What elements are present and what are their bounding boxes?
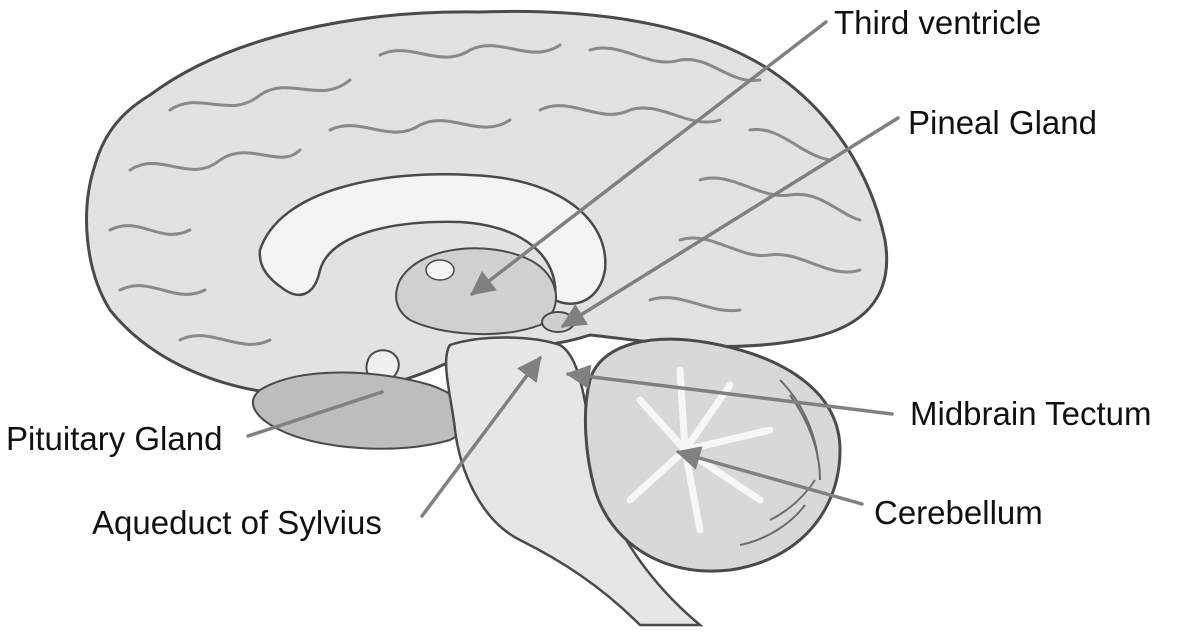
label-aqueduct-of-sylvius: Aqueduct of Sylvius (92, 504, 382, 541)
leader-pineal-gland (560, 116, 900, 328)
leader-pituitary-gland (246, 390, 384, 438)
cerebellum-shape (583, 337, 842, 573)
interthalamic-adhesion (425, 259, 455, 281)
temporal-lobe (251, 371, 469, 450)
label-pineal-gland: Pineal Gland (908, 104, 1097, 141)
label-midbrain-tectum: Midbrain Tectum (910, 395, 1152, 432)
leader-aqueduct (420, 356, 542, 518)
brainstem (444, 336, 704, 627)
leader-third-ventricle (470, 20, 828, 296)
leader-lines (246, 20, 900, 518)
label-third-ventricle: Third ventricle (834, 4, 1042, 41)
label-pituitary-gland: Pituitary Gland (6, 420, 223, 457)
leader-midbrain-tectum (565, 364, 894, 416)
label-cerebellum: Cerebellum (874, 494, 1043, 531)
leader-cerebellum (675, 446, 864, 506)
gyri-texture (108, 43, 862, 346)
